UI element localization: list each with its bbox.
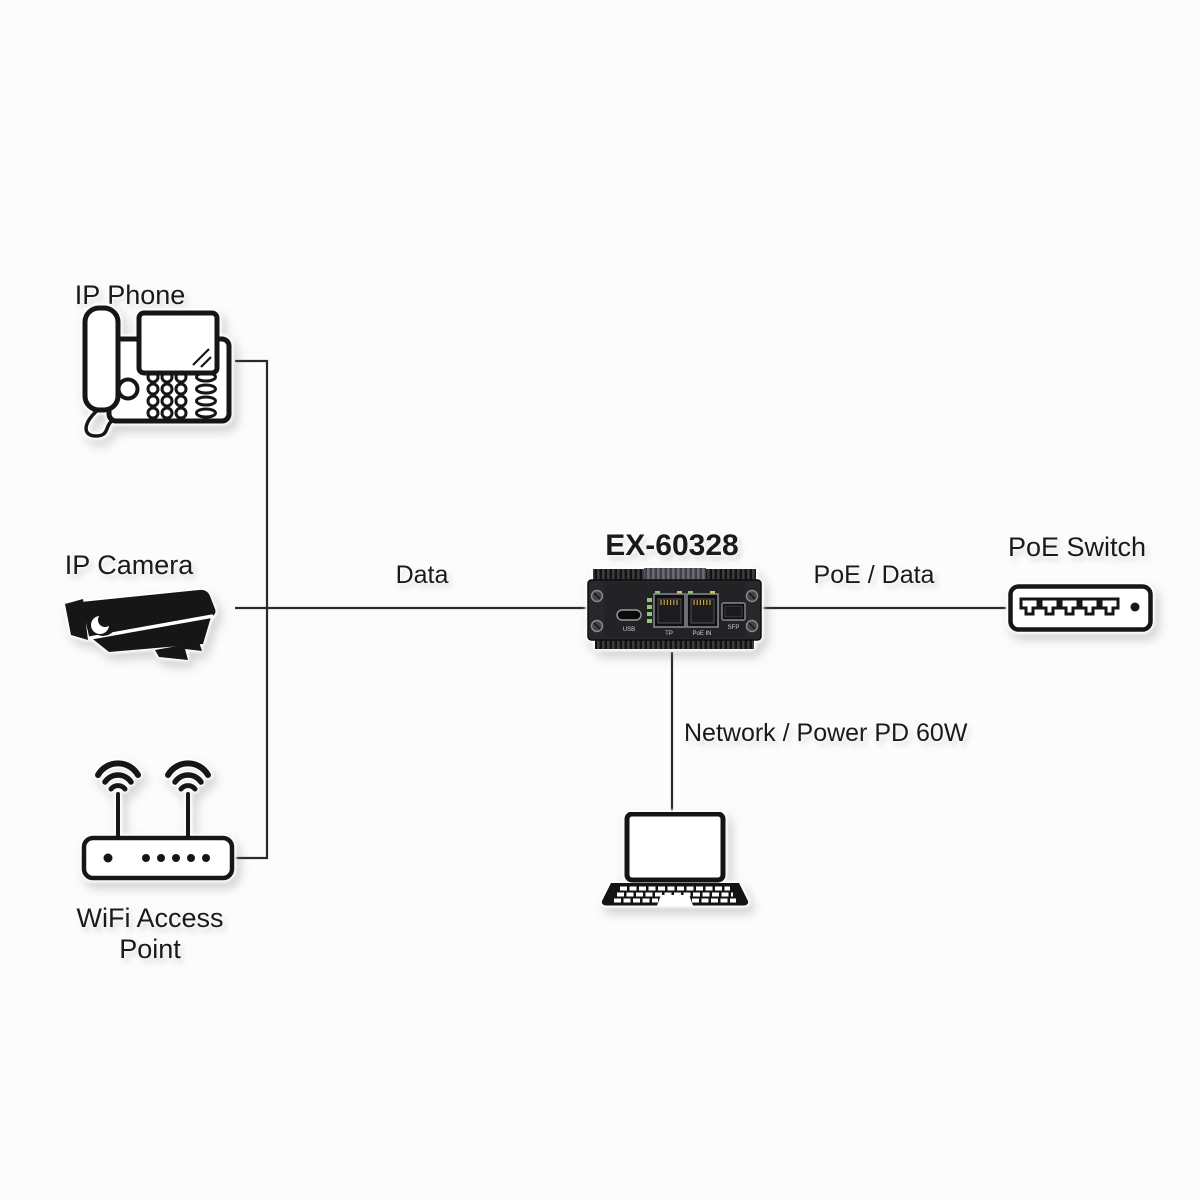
- rj45-port-tp: TP: [653, 591, 686, 637]
- sfp-port: SFP: [721, 602, 746, 631]
- laptop-keys: [614, 886, 736, 903]
- ip-phone-label: IP Phone: [74, 280, 186, 310]
- wifi-ap-label-line2: Point: [119, 934, 181, 964]
- usb-c-port: [616, 609, 642, 621]
- corner-screws: [590, 589, 759, 633]
- laptop-icon: [601, 812, 749, 909]
- ip-camera-label: IP Camera: [64, 550, 194, 580]
- switch-led-dot: [1130, 602, 1140, 612]
- poe-in-port-label: PoE IN: [692, 631, 711, 637]
- data-connection-label: Data: [395, 561, 449, 589]
- rj45-port-poe-in: PoE IN: [686, 591, 719, 637]
- left-bus-line: [235, 359, 269, 860]
- poe-switch-icon: [1008, 584, 1153, 632]
- poe-switch-label: PoE Switch: [1007, 532, 1147, 562]
- usb-port-label: USB: [623, 627, 635, 633]
- network-power-connection-label: Network / Power PD 60W: [684, 719, 968, 747]
- sfp-port-label: SFP: [728, 625, 740, 631]
- wifi-access-point-icon: [78, 760, 238, 882]
- wifi-ap-label: WiFi Access Point: [50, 903, 250, 965]
- wifi-ap-label-line1: WiFi Access: [76, 903, 224, 933]
- ex60328-title: EX-60328: [605, 529, 739, 562]
- poe-data-connection-label: PoE / Data: [813, 561, 935, 589]
- status-leds: [647, 598, 652, 623]
- switch-ports: [1019, 597, 1120, 616]
- ip-camera-icon: [63, 588, 230, 660]
- tp-port-label: TP: [665, 631, 673, 637]
- ex60328-device: USB TP: [587, 568, 762, 650]
- laptop-touchpad: [657, 895, 693, 906]
- heatsink-bottom: [595, 639, 754, 649]
- ip-phone-icon: [75, 303, 240, 438]
